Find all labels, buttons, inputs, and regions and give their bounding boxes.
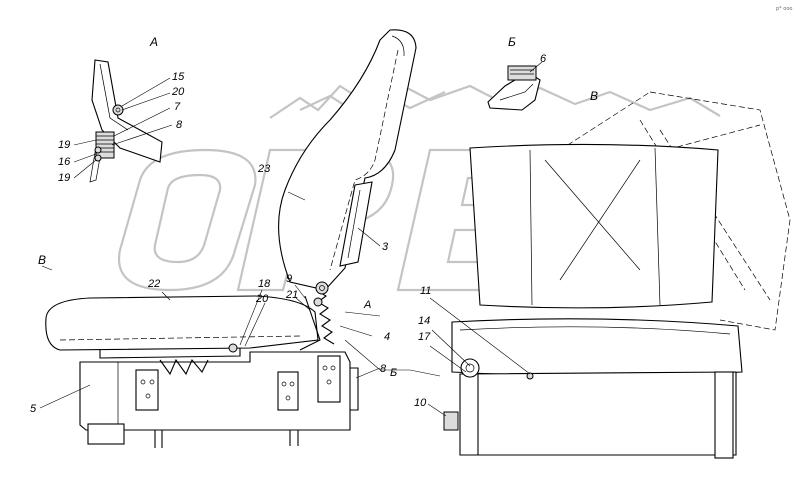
side-view-backrest bbox=[278, 29, 417, 351]
callout-16: 16 bbox=[58, 156, 71, 168]
callout-20-detail: 20 bbox=[171, 86, 185, 98]
view-v-title: В bbox=[590, 89, 598, 103]
callout-22: 22 bbox=[147, 278, 160, 290]
arrow-marker-b: Б bbox=[390, 367, 397, 379]
callout-4: 4 bbox=[384, 331, 390, 343]
callout-9: 9 bbox=[286, 273, 292, 285]
detail-b-pad bbox=[507, 65, 537, 81]
seat-runner-teeth bbox=[159, 358, 209, 376]
callout-19-bottom: 19 bbox=[58, 172, 70, 184]
tilted-backrest-outline bbox=[649, 91, 791, 331]
callout-8-detail: 8 bbox=[176, 119, 183, 131]
callout-18: 18 bbox=[258, 278, 271, 290]
callout-15: 15 bbox=[172, 71, 185, 83]
labels: А Б В В А Б 15 20 7 8 19 16 19 6 23 3 22… bbox=[30, 6, 792, 415]
side-view-cushion bbox=[45, 295, 319, 359]
backrest bbox=[278, 29, 417, 291]
callout-20: 20 bbox=[255, 293, 269, 305]
view-b-title: Б bbox=[508, 35, 516, 49]
backrest-rail bbox=[339, 181, 373, 267]
cushion-bolt bbox=[228, 343, 238, 353]
front-cushion bbox=[451, 318, 743, 377]
pivot-bolt bbox=[315, 281, 329, 295]
arrow-marker-a: А bbox=[363, 299, 371, 311]
callout-11: 11 bbox=[420, 285, 431, 297]
callout-17: 17 bbox=[418, 331, 431, 343]
callout-3: 3 bbox=[382, 241, 389, 253]
base-foot bbox=[87, 423, 125, 445]
seat-cushion bbox=[45, 295, 319, 351]
base-plate-right bbox=[317, 355, 341, 403]
callout-5: 5 bbox=[30, 403, 37, 415]
callout-21: 21 bbox=[285, 289, 298, 301]
front-base bbox=[459, 371, 737, 456]
side-view-base bbox=[79, 351, 359, 448]
detail-view-a bbox=[73, 59, 173, 183]
base-plate-mid bbox=[277, 371, 299, 411]
leader-lines bbox=[39, 191, 441, 409]
callout-7: 7 bbox=[174, 101, 181, 113]
front-lever bbox=[443, 411, 459, 431]
callout-10: 10 bbox=[414, 397, 427, 409]
watermark-ridge bbox=[269, 80, 721, 119]
corner-stamp: p* ooo bbox=[776, 6, 792, 12]
recline-spring bbox=[315, 289, 335, 345]
detail-a-bolt bbox=[112, 104, 124, 116]
watermark-letter-o bbox=[117, 148, 257, 292]
detail-view-b bbox=[487, 61, 543, 111]
front-knob bbox=[460, 358, 480, 378]
callout-6: 6 bbox=[540, 53, 547, 65]
callout-23: 23 bbox=[257, 163, 271, 175]
callout-14: 14 bbox=[418, 315, 430, 327]
seat-base-box bbox=[79, 351, 351, 431]
base-plate-left bbox=[135, 369, 159, 411]
callout-8: 8 bbox=[380, 363, 387, 375]
front-backrest bbox=[469, 143, 719, 309]
section-marker-v: В bbox=[38, 253, 46, 267]
view-a-title: А bbox=[149, 35, 158, 49]
front-view bbox=[427, 91, 791, 459]
detail-b-bracket bbox=[487, 71, 541, 111]
callout-19-top: 19 bbox=[58, 139, 70, 151]
